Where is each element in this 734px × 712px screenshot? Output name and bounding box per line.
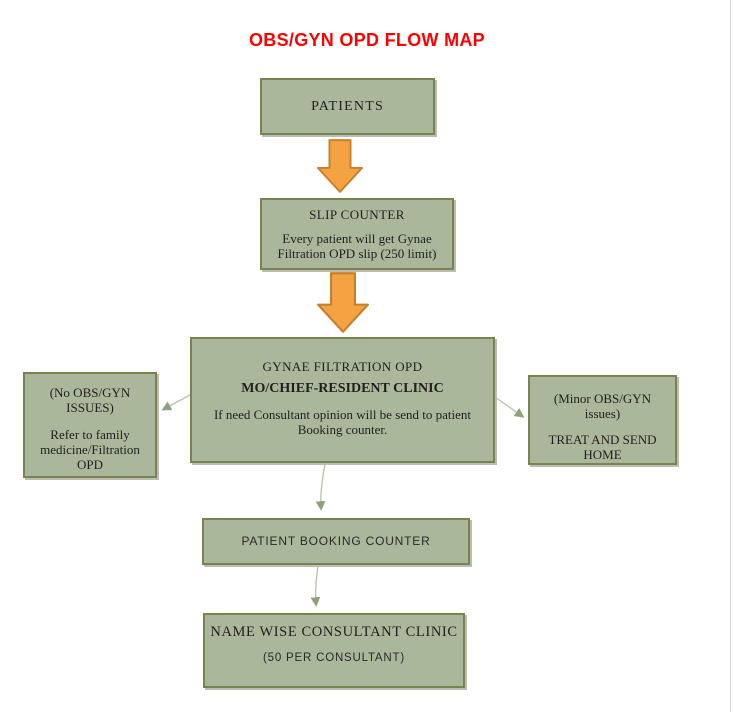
node-no-obsgyn-issues: (No OBS/GYN ISSUES) Refer to family medi… [23, 372, 157, 478]
down-arrow-icon [317, 272, 369, 333]
node-patients: PATIENTS [260, 78, 435, 135]
minor-obsgyn-bottom-line: TREAT AND SEND [548, 432, 657, 447]
filtration-body-line: Booking counter. [297, 422, 388, 437]
filtration-body-line: If need Consultant opinion will be send … [213, 407, 472, 422]
connector-arrow-to-minor-obsgyn [494, 396, 525, 418]
no-obsgyn-top-line: (No OBS/GYN [49, 385, 131, 400]
slip-counter-body-line: Every patient will get Gynae [282, 231, 432, 246]
no-obsgyn-top-line: ISSUES) [66, 400, 114, 415]
down-block-arrow-slip-to-filtration [317, 271, 369, 334]
page-title: OBS/GYN OPD FLOW MAP [248, 30, 485, 50]
filtration-line2: MO/CHIEF-RESIDENT CLINIC [241, 381, 444, 396]
patients-label: PATIENTS [311, 99, 384, 114]
connector-arrow-to-consultant-clinic [310, 565, 321, 607]
filtration-line1: GYNAE FILTRATION OPD [262, 359, 423, 374]
no-obsgyn-bottom-line: OPD [76, 457, 103, 472]
page-edge-line [730, 0, 731, 712]
consultant-clinic-line1: NAME WISE CONSULTANT CLINIC [210, 624, 458, 640]
node-consultant-clinic: NAME WISE CONSULTANT CLINIC (50 PER CONS… [203, 613, 465, 688]
no-obsgyn-bottom-line: Refer to family [50, 427, 130, 442]
down-block-arrow-patients-to-slip [317, 138, 363, 194]
connector-arrow-to-booking-counter [315, 463, 326, 511]
consultant-clinic-line2: (50 PER CONSULTANT) [263, 652, 405, 664]
down-arrow-icon [317, 139, 363, 193]
no-obsgyn-bottom-line: medicine/Filtration [40, 442, 140, 457]
slip-counter-body-line: Filtration OPD slip (250 limit) [277, 246, 437, 261]
node-gynae-filtration-opd: GYNAE FILTRATION OPD MO/CHIEF-RESIDENT C… [190, 337, 495, 463]
minor-obsgyn-top-line: (Minor OBS/GYN [553, 391, 652, 406]
slip-counter-heading: SLIP COUNTER [309, 207, 405, 222]
minor-obsgyn-top-line: issues) [584, 406, 621, 421]
node-minor-obsgyn-issues: (Minor OBS/GYN issues) TREAT AND SEND HO… [528, 375, 677, 465]
node-patient-booking-counter: PATIENT BOOKING COUNTER [202, 518, 470, 565]
minor-obsgyn-bottom-line: HOME [583, 447, 622, 462]
connector-arrow-to-no-obsgyn [161, 394, 191, 411]
node-slip-counter: SLIP COUNTER Every patient will get Gyna… [260, 198, 454, 270]
booking-counter-label: PATIENT BOOKING COUNTER [241, 534, 431, 548]
